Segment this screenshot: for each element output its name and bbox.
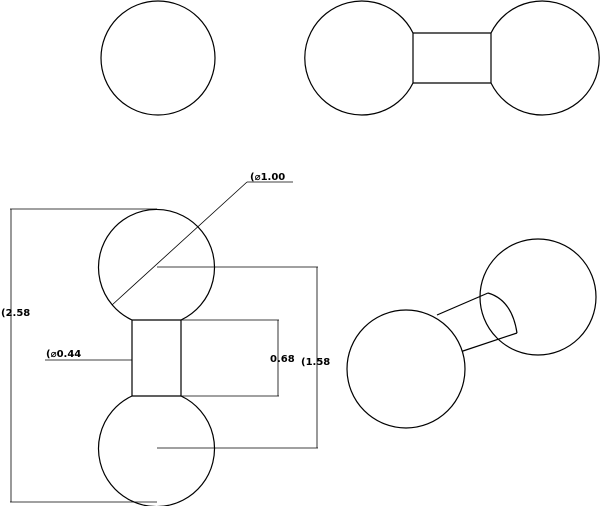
- iso-neck-bottom-edge: [459, 332, 518, 353]
- top-view-ball: [100, 0, 216, 116]
- center-distance-label: (1.58: [301, 357, 330, 368]
- front-view: [304, 0, 600, 116]
- side-view-dimensioned: (2.58 (⌀1.00 (⌀0.44 0.68 (1.58: [1, 172, 330, 506]
- ball-diameter-leader: [111, 181, 248, 306]
- side-view-top-ball: [97, 208, 216, 321]
- top-view: [100, 0, 216, 116]
- neck-diameter-label: (⌀0.44: [46, 349, 81, 360]
- iso-front-ball: [346, 309, 466, 429]
- isometric-view: [346, 238, 597, 429]
- side-view-bottom-ball: [97, 395, 216, 506]
- neck-length-label: 0.68: [270, 354, 295, 365]
- front-view-right-ball: [490, 0, 600, 116]
- iso-neck-end: [487, 292, 518, 334]
- ball-diameter-label: (⌀1.00: [250, 172, 285, 183]
- front-view-left-ball: [304, 0, 414, 116]
- overall-length-label: (2.58: [1, 308, 30, 319]
- iso-neck-top-edge: [436, 292, 489, 316]
